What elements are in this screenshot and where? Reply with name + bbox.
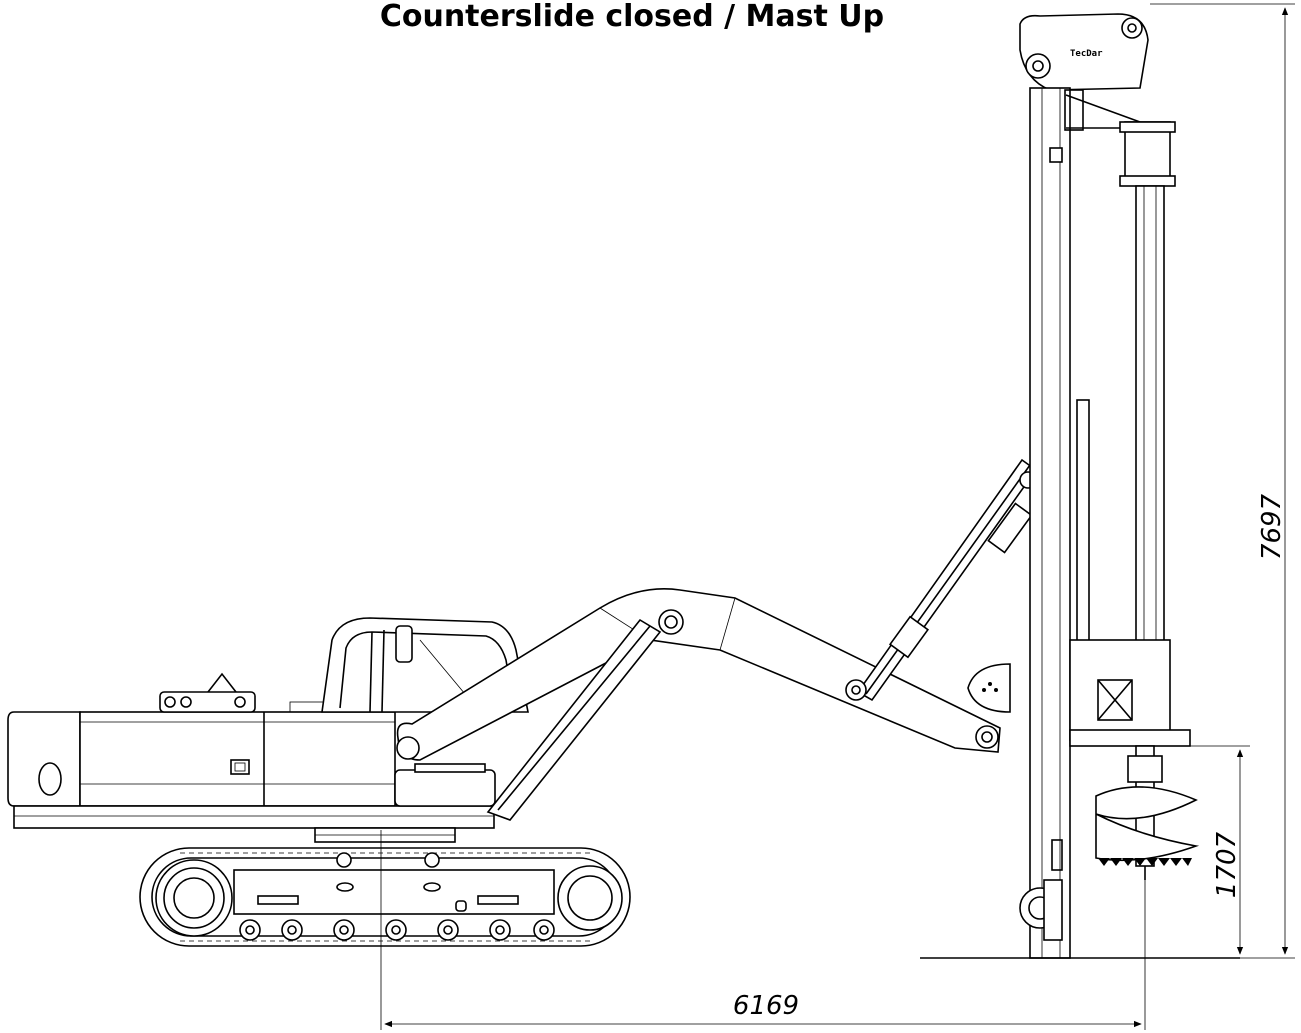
hose-reel: [967, 663, 1011, 713]
auger-flight: [1095, 786, 1200, 862]
dim-auger-height-label: 1707: [1212, 831, 1242, 898]
engine-hood: [79, 711, 396, 807]
mast-logo: TecDar: [1070, 49, 1103, 59]
dimension-reach: 6169: [380, 830, 1146, 1030]
dim-total-height-label: 7697: [1257, 493, 1287, 560]
dimension-total-height: 7697: [1150, 3, 1295, 959]
boom-foot-pin: [396, 736, 420, 760]
crawler-tracks: [139, 847, 631, 947]
boom-tip-pin: [975, 725, 999, 749]
kelly-bar: [1135, 185, 1165, 677]
drilling-mast: TecDar: [967, 13, 1200, 959]
boom-pivot-pin: [658, 609, 684, 635]
drawing-title: Counterslide closed / Mast Up: [380, 0, 884, 34]
dimension-auger-height: 1707: [1175, 745, 1250, 955]
upper-frame: [13, 805, 495, 829]
access-door-latch: [230, 759, 250, 775]
dim-reach-label: 6169: [733, 991, 799, 1021]
drive-sprocket: [155, 859, 233, 937]
counterweight-hole: [38, 762, 62, 796]
track-rollers: [239, 852, 555, 941]
boom: [396, 458, 1038, 821]
auger-teeth: [1098, 858, 1192, 866]
mast-column: [1029, 87, 1071, 959]
